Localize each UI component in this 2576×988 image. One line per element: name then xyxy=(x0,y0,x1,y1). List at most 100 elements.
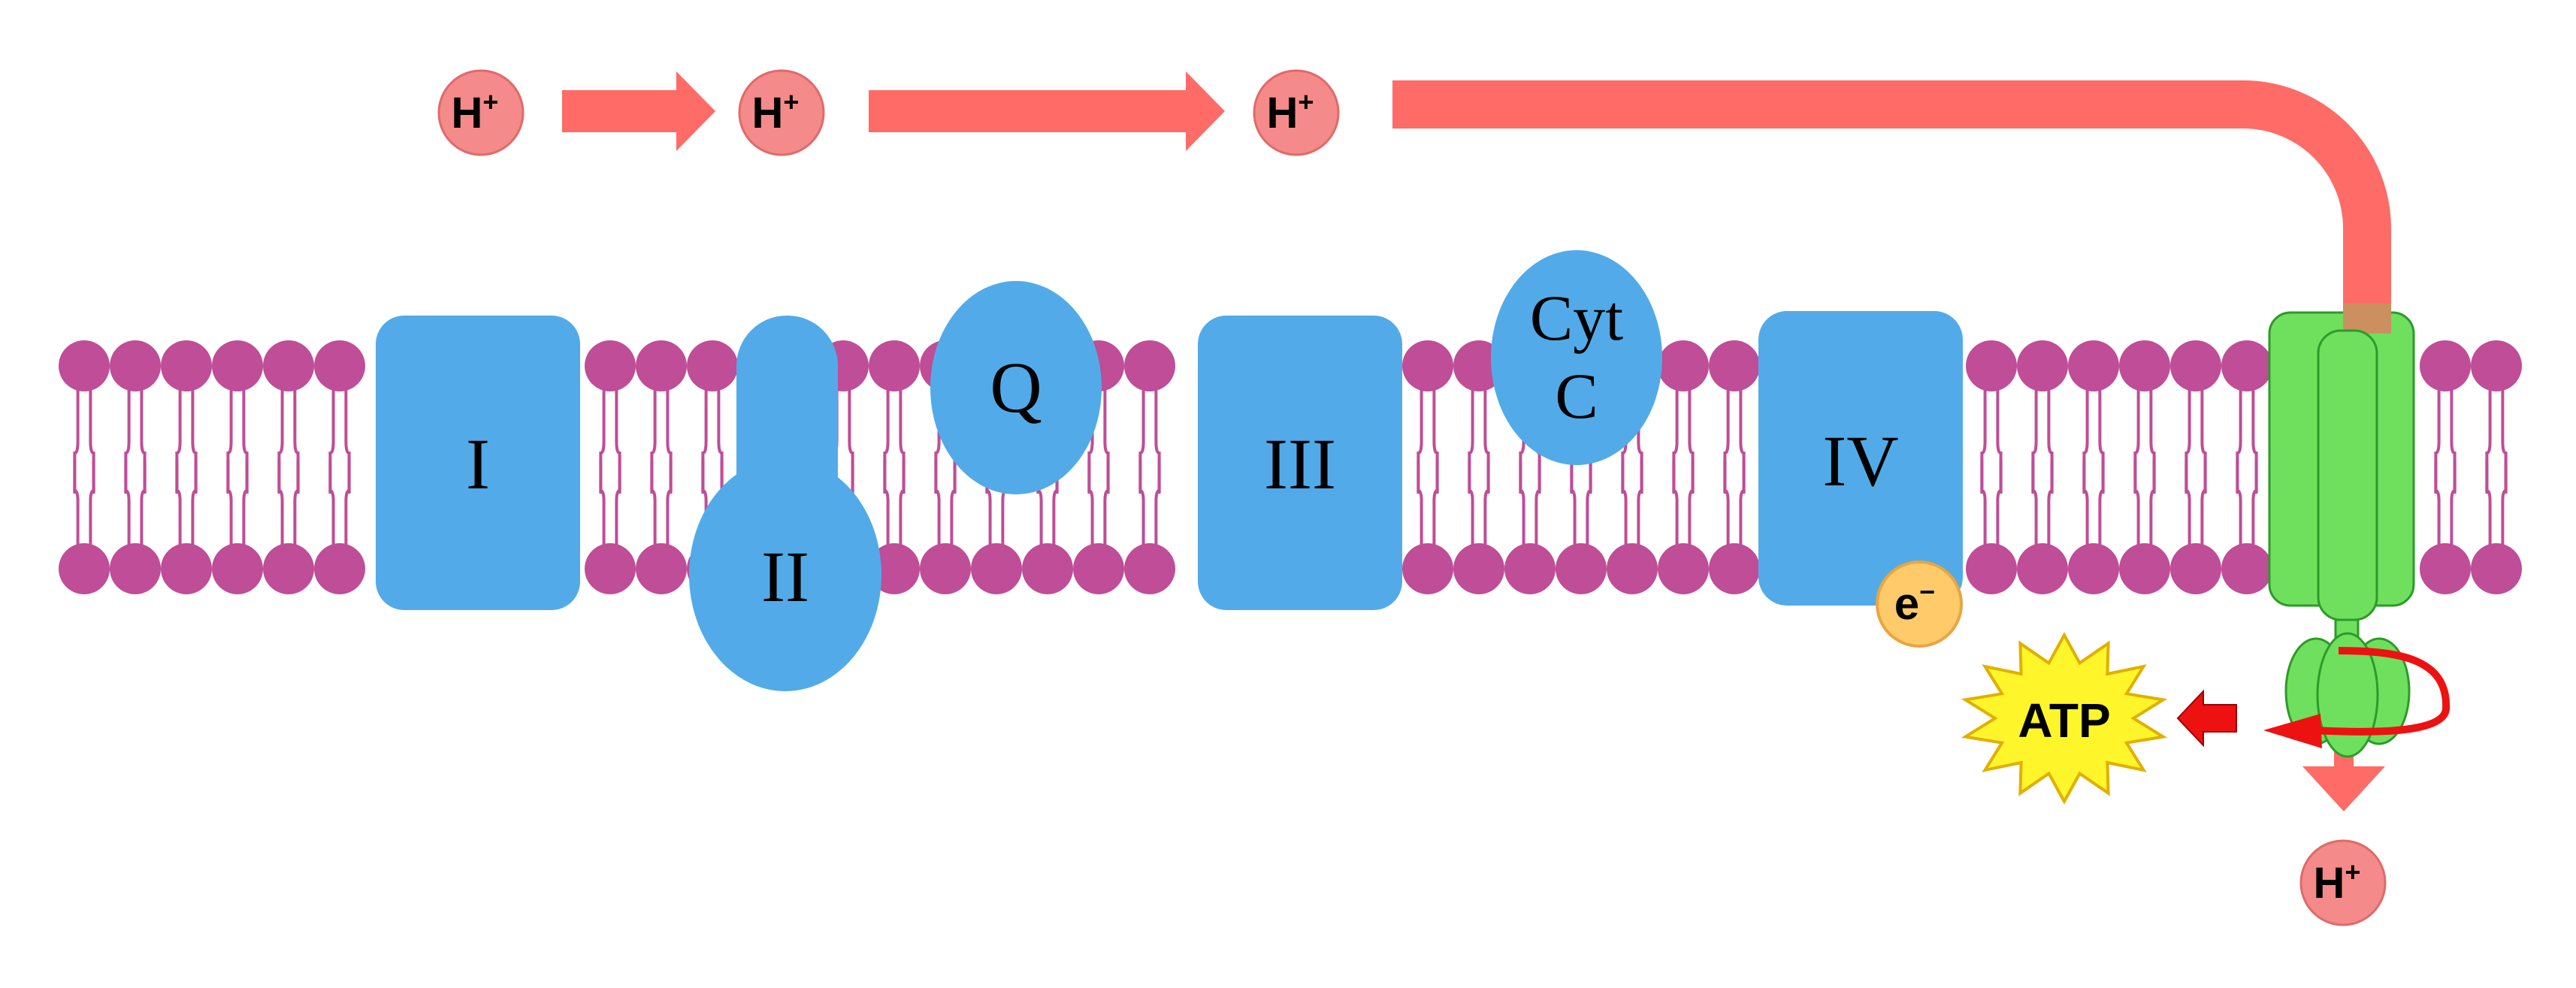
lipid-tails xyxy=(2236,388,2258,546)
lipid-head xyxy=(2017,340,2068,391)
lipid-head xyxy=(1709,340,1760,391)
lipid-head xyxy=(263,340,314,391)
lipid-head xyxy=(110,340,161,391)
lipid-head xyxy=(585,340,636,391)
lipid-head xyxy=(1607,543,1658,594)
lipid-head xyxy=(1504,543,1556,594)
lipid-head xyxy=(2420,340,2471,391)
lipid-tails xyxy=(328,388,351,546)
atp-output-arrow xyxy=(2176,689,2237,748)
svg-text:e−: e− xyxy=(1894,576,1935,629)
lipid-tails xyxy=(73,388,95,546)
ubiquinone-label: Q xyxy=(990,347,1042,428)
lipid-tails xyxy=(1087,388,1110,546)
lipid-head xyxy=(1402,543,1453,594)
lipid-head xyxy=(636,340,687,391)
lipid-head xyxy=(1073,543,1124,594)
lipid-head xyxy=(1124,543,1175,594)
lipid-tails xyxy=(599,388,621,546)
lipid-head xyxy=(636,543,687,594)
lipid-tails xyxy=(2031,388,2054,546)
lipid-head xyxy=(212,340,263,391)
lipid-tails xyxy=(226,388,249,546)
complex-iii: III xyxy=(1198,316,1402,610)
lipid-head xyxy=(2420,543,2471,594)
lipid-tails xyxy=(1723,388,1746,546)
lipid-head xyxy=(2170,340,2221,391)
lipid-tails xyxy=(2082,388,2105,546)
proton-4: H+ xyxy=(2299,839,2387,926)
lipid-tails xyxy=(1138,388,1161,546)
proton-flow-arrows xyxy=(562,71,2391,811)
svg-text:H+: H+ xyxy=(452,86,499,137)
lipid-tails xyxy=(883,388,906,546)
synthase-entry xyxy=(2343,304,2391,334)
lipid-head xyxy=(1402,340,1453,391)
complex-ii-label: II xyxy=(761,536,809,617)
lipid-head xyxy=(2068,340,2119,391)
lipid-tails xyxy=(650,388,673,546)
lipid-head xyxy=(1966,340,2017,391)
lipid-head xyxy=(161,340,212,391)
lipid-head xyxy=(110,543,161,594)
lipid-head xyxy=(161,543,212,594)
lipid-head xyxy=(2068,543,2119,594)
proton-1: H+ xyxy=(437,69,525,156)
svg-text:H+: H+ xyxy=(752,86,800,137)
lipid-tails xyxy=(2485,388,2508,546)
lipid-head xyxy=(920,543,971,594)
flow-arrow-bent-channel xyxy=(1392,80,2391,331)
rotation-arrow xyxy=(2314,647,2451,736)
atp-synthase xyxy=(2263,304,2451,758)
complex-iv-label: IV xyxy=(1822,421,1898,501)
lipid-tails xyxy=(2434,388,2457,546)
proton-3: H+ xyxy=(1253,69,1340,156)
lipid-head xyxy=(314,543,365,594)
lipid-head xyxy=(212,543,263,594)
lipid-head xyxy=(869,543,920,594)
electron: e− xyxy=(1876,560,1963,648)
lipid-head xyxy=(687,340,738,391)
lipid-head xyxy=(1709,543,1760,594)
flow-arrow-2 xyxy=(869,71,1225,151)
lipid-head xyxy=(585,543,636,594)
svg-text:H+: H+ xyxy=(2314,857,2361,908)
lipid-head xyxy=(2471,543,2522,594)
complex-iv: IV xyxy=(1758,311,1963,606)
lipid-head xyxy=(1966,543,2017,594)
ubiquinone-q: Q xyxy=(930,281,1102,494)
flow-arrow-1 xyxy=(562,71,715,151)
lipid-head xyxy=(2017,543,2068,594)
lipid-head xyxy=(2170,543,2221,594)
lipid-head xyxy=(1453,543,1504,594)
complex-i-label: I xyxy=(466,424,490,504)
lipid-head xyxy=(2119,340,2170,391)
cytochrome-label-line2: C xyxy=(1555,360,1598,432)
lipid-tails xyxy=(2184,388,2207,546)
lipid-head xyxy=(2471,340,2522,391)
cytochrome-label-line1: Cyt xyxy=(1530,282,1623,354)
lipid-head xyxy=(2119,543,2170,594)
complex-iii-label: III xyxy=(1264,424,1336,504)
lipid-head xyxy=(1658,543,1709,594)
lipid-tails xyxy=(1468,388,1490,546)
lipid-head xyxy=(869,340,920,391)
outlet-arrowhead xyxy=(2302,766,2385,811)
lipid-head xyxy=(1124,340,1175,391)
lipid-head xyxy=(263,543,314,594)
lipid-head xyxy=(59,340,110,391)
atp-label: ATP xyxy=(2018,693,2110,748)
lipid-head xyxy=(1022,543,1073,594)
complex-ii: II xyxy=(689,316,881,691)
lipid-head xyxy=(1556,543,1607,594)
lipid-tails xyxy=(1672,388,1695,546)
lipid-tails xyxy=(2133,388,2156,546)
complex-i: I xyxy=(376,316,580,610)
lipid-head xyxy=(971,543,1022,594)
lipid-tails xyxy=(277,388,300,546)
cytochrome-c: Cyt C xyxy=(1491,250,1662,465)
proton-2: H+ xyxy=(738,69,825,156)
lipid-tails xyxy=(1980,388,2003,546)
svg-text:H+: H+ xyxy=(1267,86,1314,137)
